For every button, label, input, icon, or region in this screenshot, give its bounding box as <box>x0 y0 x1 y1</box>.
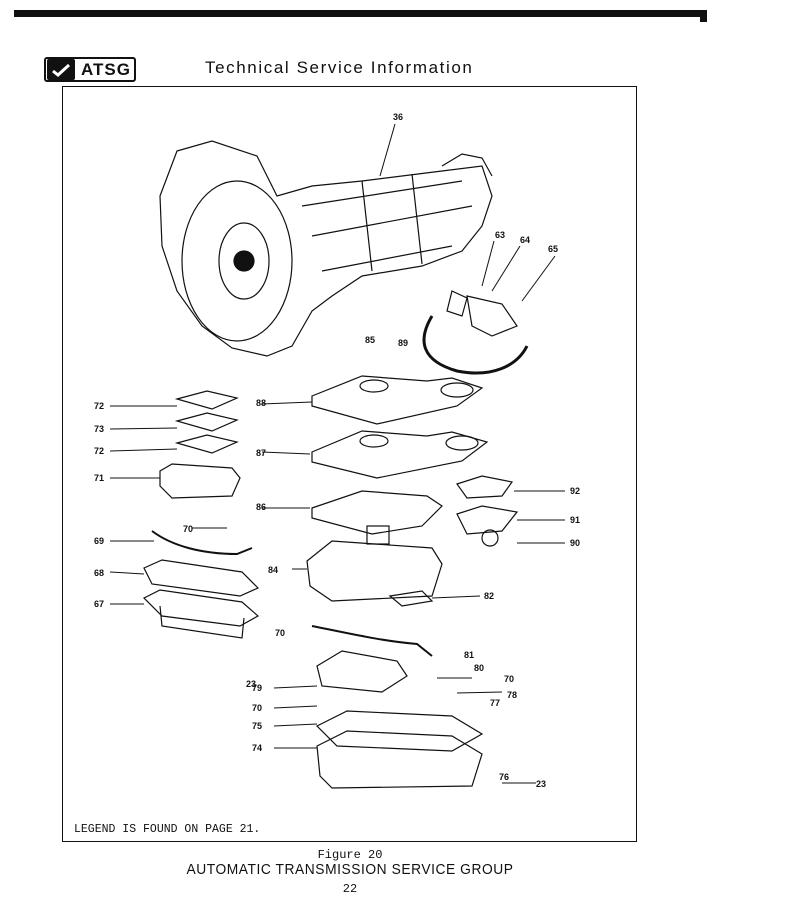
callout-65: 65 <box>548 244 558 254</box>
callout-78: 78 <box>507 690 517 700</box>
callout-70-upper: 70 <box>183 524 193 534</box>
top-rule-end <box>700 10 707 22</box>
callout-84: 84 <box>268 565 278 575</box>
callout-73: 73 <box>94 424 104 434</box>
logo-check-icon <box>47 59 75 80</box>
callout-75: 75 <box>252 721 262 731</box>
top-rule <box>14 10 707 17</box>
callout-70-mid: 70 <box>275 628 285 638</box>
callout-85: 85 <box>365 335 375 345</box>
callout-36: 36 <box>393 112 403 122</box>
callout-91: 91 <box>570 515 580 525</box>
callout-86: 86 <box>256 502 266 512</box>
callout-74: 74 <box>252 743 262 753</box>
callout-68: 68 <box>94 568 104 578</box>
logo-text: ATSG <box>81 59 131 79</box>
callout-82: 82 <box>484 591 494 601</box>
callout-77: 77 <box>490 698 500 708</box>
page-number: 22 <box>342 882 358 896</box>
callout-70-right: 70 <box>504 674 514 684</box>
legend-note: LEGEND IS FOUND ON PAGE 21. <box>74 823 261 836</box>
callout-76: 76 <box>499 772 509 782</box>
callout-69: 69 <box>94 536 104 546</box>
exploded-view-diagram: 36 63 64 65 85 89 88 87 86 84 72 73 72 7… <box>94 112 580 789</box>
callout-72-bottom: 72 <box>94 446 104 456</box>
callout-87: 87 <box>256 448 266 458</box>
callout-89: 89 <box>398 338 408 348</box>
callout-63: 63 <box>495 230 505 240</box>
callout-67: 67 <box>94 599 104 609</box>
atsg-logo: ATSG <box>44 57 136 82</box>
callout-70-low: 70 <box>252 703 262 713</box>
callout-90: 90 <box>570 538 580 548</box>
callout-23-right: 23 <box>536 779 546 789</box>
callout-81: 81 <box>464 650 474 660</box>
page-header-title: Technical Service Information <box>205 58 474 77</box>
callout-23-left: 23 <box>246 679 256 689</box>
callout-88: 88 <box>256 398 266 408</box>
callout-72-top: 72 <box>94 401 104 411</box>
organization-name: AUTOMATIC TRANSMISSION SERVICE GROUP <box>186 861 514 878</box>
figure-frame <box>62 86 637 842</box>
figure-caption: Figure 20 <box>317 848 383 862</box>
callout-64: 64 <box>520 235 530 245</box>
callout-71: 71 <box>94 473 104 483</box>
callout-80: 80 <box>474 663 484 673</box>
callout-92: 92 <box>570 486 580 496</box>
callout-79: 79 <box>252 683 262 693</box>
